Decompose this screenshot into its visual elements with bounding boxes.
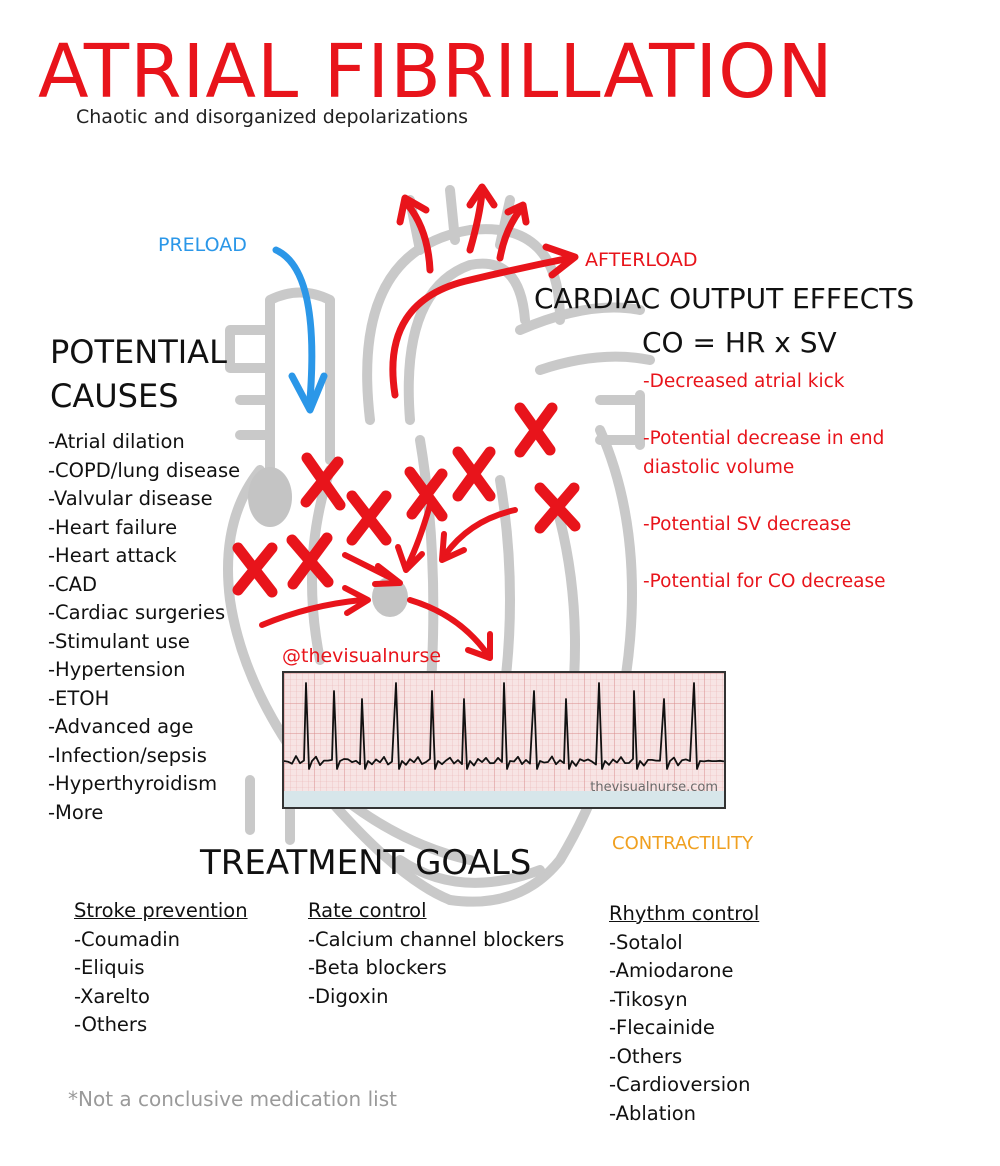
medication-item: -Others xyxy=(609,1044,683,1068)
cause-item: -Cardiac surgeries xyxy=(48,601,226,624)
cardiac-output-effects: -Decreased atrial kick -Potential decrea… xyxy=(643,368,886,596)
stroke-prevention-column: Stroke prevention -Coumadin -Eliquis -Xa… xyxy=(74,897,248,1040)
preload-label: PRELOAD xyxy=(158,234,247,256)
column-header: Rhythm control xyxy=(609,902,760,925)
medication-item: -Amiodarone xyxy=(609,959,734,982)
medication-item: -Tikosyn xyxy=(609,987,688,1011)
causes-heading-line: POTENTIAL xyxy=(50,333,227,371)
cause-item: -Heart failure xyxy=(48,515,178,539)
medication-item: -Cardioversion xyxy=(609,1073,751,1096)
medication-item: -Beta blockers xyxy=(308,956,447,979)
cardiac-output-formula: CO = HR x SV xyxy=(642,326,837,359)
rate-control-column: Rate control -Calcium channel blockers -… xyxy=(308,897,564,1011)
cause-item: -Atrial dilation xyxy=(48,430,185,453)
sa-node xyxy=(248,467,292,527)
medication-item: -Calcium channel blockers xyxy=(308,927,565,951)
medication-item: -Digoxin xyxy=(308,984,389,1008)
cause-item: -COPD/lung disease xyxy=(48,458,241,482)
causes-heading-line: CAUSES xyxy=(50,377,179,415)
effect-line: -Decreased atrial kick xyxy=(643,371,845,392)
causes-list: -Atrial dilation -COPD/lung disease -Val… xyxy=(48,428,240,827)
afterload-label: AFTERLOAD xyxy=(585,249,698,271)
cause-item: -More xyxy=(48,800,104,824)
preload-arrow xyxy=(272,246,328,414)
medication-item: -Others xyxy=(74,1013,148,1036)
page-subtitle: Chaotic and disorganized depolarizations xyxy=(76,106,469,128)
av-node xyxy=(372,577,408,617)
effect-line: -Potential decrease in end xyxy=(643,428,885,449)
cause-item: -Infection/sepsis xyxy=(48,743,207,767)
effect-line: diastolic volume xyxy=(643,456,795,478)
cause-item: -ETOH xyxy=(48,686,110,710)
ecg-strip: thevisualnurse.com xyxy=(282,671,726,809)
cause-item: -Hypertension xyxy=(48,658,186,681)
conduction-arrows xyxy=(259,502,518,661)
cause-item: -Stimulant use xyxy=(48,629,190,653)
cause-item: -Valvular disease xyxy=(48,487,213,510)
contractility-label: CONTRACTILITY xyxy=(612,833,754,854)
cause-item: -Advanced age xyxy=(48,715,194,738)
treatment-heading: TREATMENT GOALS xyxy=(200,843,532,883)
medication-item: -Xarelto xyxy=(74,984,150,1008)
footnote: *Not a conclusive medication list xyxy=(68,1087,397,1111)
medication-item: -Eliquis xyxy=(74,956,145,979)
afterload-arrows xyxy=(389,183,579,399)
cause-item: -CAD xyxy=(48,572,98,596)
column-header: Stroke prevention xyxy=(74,899,248,922)
causes-heading: POTENTIAL CAUSES xyxy=(50,330,227,418)
effect-line xyxy=(643,482,886,511)
cause-item: -Hyperthyroidism xyxy=(48,772,218,795)
rhythm-control-column: Rhythm control -Sotalol -Amiodarone -Tik… xyxy=(609,900,759,1128)
cardiac-output-heading: CARDIAC OUTPUT EFFECTS xyxy=(534,282,915,315)
fibrillation-x-marks xyxy=(232,402,581,598)
ecg-trace xyxy=(284,673,724,807)
cause-item: -Heart attack xyxy=(48,544,177,567)
ecg-watermark: thevisualnurse.com xyxy=(590,780,718,795)
medication-item: -Coumadin xyxy=(74,927,181,951)
author-handle: @thevisualnurse xyxy=(282,645,442,667)
medication-item: -Ablation xyxy=(609,1101,697,1125)
page-title: ATRIAL FIBRILLATION xyxy=(38,29,834,115)
medication-item: -Flecainide xyxy=(609,1016,715,1039)
effect-line xyxy=(643,539,886,568)
effect-line: -Potential for CO decrease xyxy=(643,570,886,592)
column-header: Rate control xyxy=(308,899,427,922)
effect-line: -Potential SV decrease xyxy=(643,513,852,535)
medication-item: -Sotalol xyxy=(609,930,683,954)
effect-line xyxy=(643,397,886,426)
